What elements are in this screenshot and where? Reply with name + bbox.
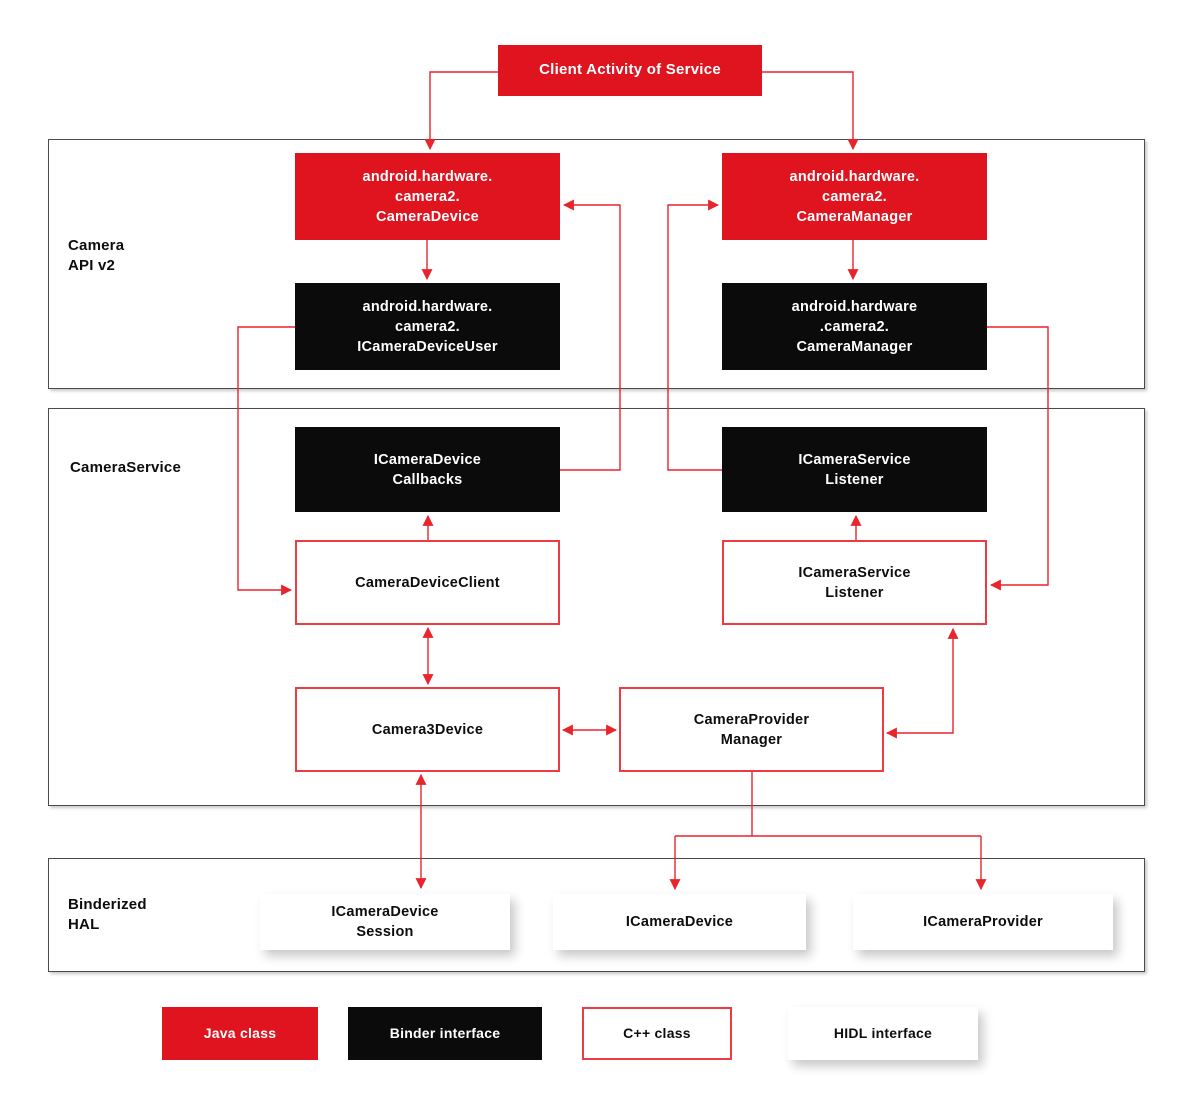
node-camera3-device: Camera3Device bbox=[295, 687, 560, 772]
node-client-activity: Client Activity of Service bbox=[498, 45, 762, 96]
node-icamera-device-session: ICameraDevice Session bbox=[260, 894, 510, 950]
node-camera-manager-java: android.hardware. camera2. CameraManager bbox=[722, 153, 987, 240]
camera-api-v2-label: Camera API v2 bbox=[68, 237, 125, 275]
node-icamera-service-listener-cpp: ICameraService Listener bbox=[722, 540, 987, 625]
legend-hidl-interface: HIDL interface bbox=[788, 1007, 978, 1060]
node-icamera-device-user: android.hardware. camera2. ICameraDevice… bbox=[295, 283, 560, 370]
arrow-client-to-camera-manager bbox=[762, 71, 859, 151]
node-icamera-service-listener-binder: ICameraService Listener bbox=[722, 427, 987, 512]
legend-binder-interface: Binder interface bbox=[348, 1007, 542, 1060]
node-camera-device-client: CameraDeviceClient bbox=[295, 540, 560, 625]
node-camera-manager-binder: android.hardware .camera2. CameraManager bbox=[722, 283, 987, 370]
node-icamera-device: ICameraDevice bbox=[553, 894, 806, 950]
binderized-hal-label: Binderized HAL bbox=[68, 896, 147, 934]
camera-service-label: CameraService bbox=[70, 459, 182, 476]
arrow-client-to-camera-device bbox=[424, 71, 498, 151]
section-binderized-hal bbox=[48, 858, 1145, 972]
node-camera-provider-manager: CameraProvider Manager bbox=[619, 687, 884, 772]
legend-cpp-class: C++ class bbox=[582, 1007, 732, 1060]
legend-java-class: Java class bbox=[162, 1007, 318, 1060]
node-camera-device: android.hardware. camera2. CameraDevice bbox=[295, 153, 560, 240]
node-icamera-device-callbacks: ICameraDevice Callbacks bbox=[295, 427, 560, 512]
node-icamera-provider: ICameraProvider bbox=[853, 894, 1113, 950]
